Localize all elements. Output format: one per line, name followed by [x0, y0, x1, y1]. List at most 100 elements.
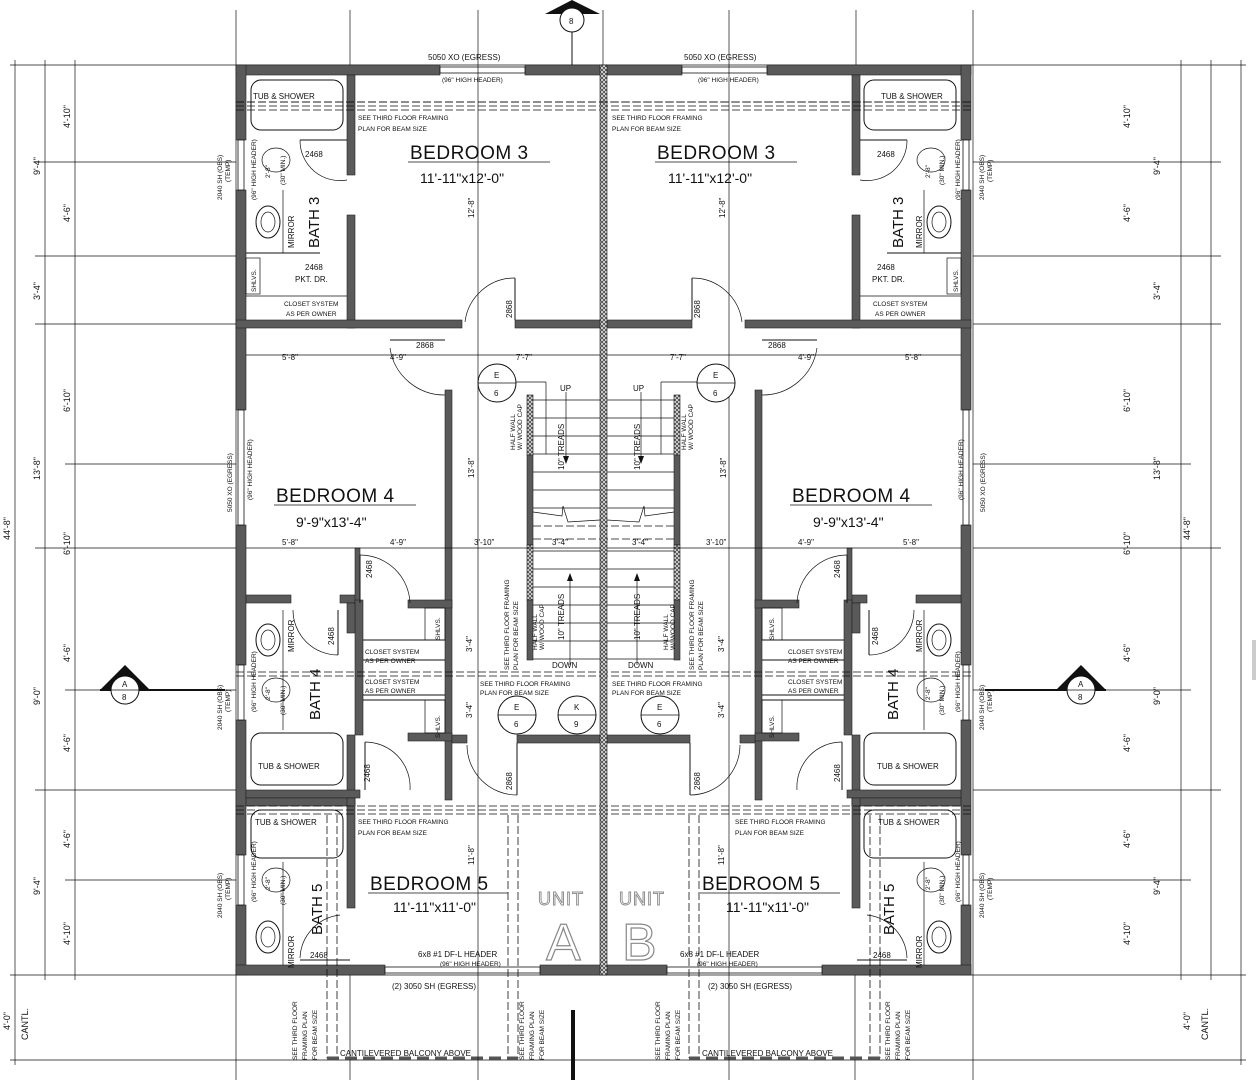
plan-label: 6: [494, 389, 499, 398]
callout-e-stair-b[interactable]: E6: [640, 695, 680, 735]
plan-label: HALF WALL: [663, 614, 670, 650]
plan-label: W/ WOOD CAP: [517, 404, 524, 450]
plan-label: SEE THIRD FLOOR FRAMING: [358, 115, 449, 122]
plan-label: E: [494, 371, 499, 380]
scrollbar-track[interactable]: [1252, 640, 1256, 680]
room-name-bedroom-3: BEDROOM 3: [410, 143, 529, 164]
plan-label: TUB & SHOWER: [258, 762, 320, 771]
plan-label: PLAN FOR BEAM SIZE: [735, 830, 805, 837]
plan-label: 2'-8": [925, 686, 932, 700]
plan-label: 4'-10": [1122, 922, 1132, 945]
plan-label: E: [657, 703, 662, 712]
plan-label: 2'-8": [265, 686, 272, 700]
plan-label: SEE THIRD FLOOR: [292, 1001, 299, 1060]
plan-label: 8: [122, 693, 127, 702]
plan-label: 4'-6": [62, 644, 72, 662]
unit-a-labels: 5050 XO (EGRESS) (96" HIGH HEADER) TUB &…: [217, 53, 583, 1060]
plan-label: TUB & SHOWER: [255, 818, 317, 827]
unit-a-label: A: [546, 914, 581, 972]
plan-label: 5'-8": [903, 538, 919, 547]
plan-label: FRAMING PLAN: [665, 1011, 672, 1060]
plan-label: (30" MIN.): [280, 156, 287, 185]
section-marker-right[interactable]: A 8: [985, 665, 1106, 705]
plan-label: (TEMP): [987, 690, 994, 712]
plan-label: 2468: [305, 150, 323, 159]
plan-label: (TEMP): [225, 878, 232, 900]
plan-label: CLOSET SYSTEM: [284, 301, 338, 308]
plan-label: 2868: [505, 772, 514, 790]
plan-label: CLOSET SYSTEM: [788, 679, 842, 686]
plan-label: 3'-4": [32, 282, 42, 300]
plan-label: 2868: [505, 300, 514, 318]
plan-label: 4'-6": [1122, 204, 1132, 222]
plan-label: FOR BEAM SIZE: [312, 1009, 319, 1060]
plan-label: 44'-8": [2, 517, 12, 540]
plan-label: SEE THIRD FLOOR: [519, 1001, 526, 1060]
plan-label: SEE THIRD FLOOR FRAMING: [612, 115, 703, 122]
plan-label: 4'-10": [62, 922, 72, 945]
plan-label: 9'-4": [1152, 157, 1162, 175]
callout-e-b[interactable]: E6: [696, 363, 736, 403]
callout-k[interactable]: K9: [557, 695, 597, 735]
plan-label: 2040 SH (OBS): [217, 685, 224, 730]
plan-label: AS PER OWNER: [365, 658, 416, 665]
plan-label: 6'-10": [1122, 532, 1132, 555]
plan-label: 4'-9": [390, 353, 406, 362]
plan-label: 6: [713, 389, 718, 398]
plan-label: BATH 4: [885, 669, 902, 720]
plan-label: 3'-4": [465, 636, 474, 652]
plan-label: DOWN: [628, 661, 654, 670]
plan-label: UP: [633, 384, 644, 393]
plan-label: 3'-10": [474, 538, 495, 547]
plan-label: (30" MIN.): [280, 876, 287, 905]
dimension-lines: [10, 10, 1246, 1080]
callout-e-a[interactable]: E6: [477, 363, 517, 403]
section-marker-left[interactable]: A 8: [100, 665, 225, 705]
plan-label: SHLVS.: [769, 715, 776, 738]
plan-label: 3'-4": [632, 538, 648, 547]
plan-label: (TEMP): [987, 878, 994, 900]
plan-label: 10" TREADS: [557, 594, 566, 640]
plan-label: 6'-10": [62, 532, 72, 555]
plan-label: MIRROR: [287, 215, 296, 248]
plan-label: PLAN FOR BEAM SIZE: [480, 690, 550, 697]
plan-label: PLAN FOR BEAM SIZE: [513, 600, 520, 670]
plan-label: (96" HIGH HEADER): [955, 841, 962, 902]
plan-label: CLOSET SYSTEM: [873, 301, 927, 308]
plan-label: FOR BEAM SIZE: [905, 1009, 912, 1060]
plan-label: 10" TREADS: [557, 424, 566, 470]
plan-label: AS PER OWNER: [365, 688, 416, 695]
plan-label: 6: [657, 720, 662, 729]
plan-label: 2'-8": [265, 164, 272, 178]
plan-label: A: [122, 680, 128, 689]
plan-label: FRAMING PLAN: [302, 1011, 309, 1060]
plan-label: MIRROR: [287, 619, 296, 652]
plan-label: TUB & SHOWER: [881, 92, 943, 101]
plan-label: TUB & SHOWER: [877, 762, 939, 771]
plan-label: 2468: [877, 150, 895, 159]
plan-label: (96" HIGH HEADER): [697, 961, 758, 968]
plan-label: 11'-11"x12'-0": [420, 170, 504, 186]
plan-label: 2468: [833, 560, 842, 578]
room-name-bedroom-5: BEDROOM 5: [370, 874, 489, 895]
plan-label: (96" HIGH HEADER): [955, 139, 962, 200]
plan-label: 5'-8": [282, 538, 298, 547]
plan-label: FRAMING PLAN: [529, 1011, 536, 1060]
plan-label: A: [1078, 680, 1084, 689]
plan-label: W/ WOOD CAP: [688, 404, 695, 450]
plan-label: 2468: [365, 560, 374, 578]
plan-label: (2) 3050 SH (EGRESS): [708, 982, 792, 991]
unit-b-label: B: [622, 914, 657, 972]
party-wall: [599, 64, 608, 976]
section-marker-top[interactable]: 8: [545, 0, 600, 65]
plan-label: 2468: [871, 627, 880, 645]
callout-e-stair-a[interactable]: E6: [497, 695, 537, 735]
plan-label: BATH 3: [890, 197, 907, 248]
plan-label: SHLVS.: [769, 617, 776, 640]
plan-label: 6'-10": [62, 389, 72, 412]
plan-label: CANTL.: [20, 1008, 30, 1040]
plan-label: 3'-4": [465, 702, 474, 718]
plan-label: 6'-10": [1122, 389, 1132, 412]
plan-label: FOR BEAM SIZE: [675, 1009, 682, 1060]
